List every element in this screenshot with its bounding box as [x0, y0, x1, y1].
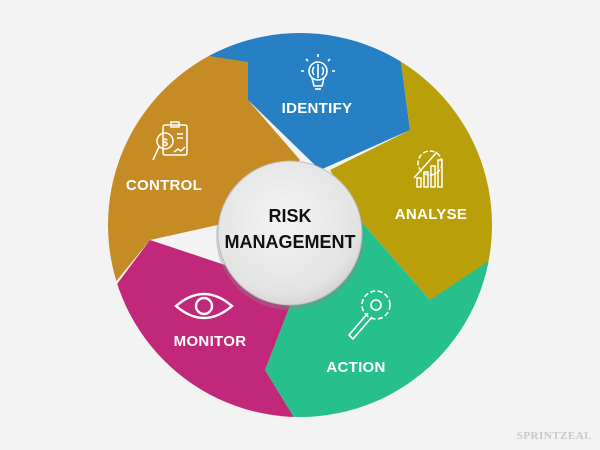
label-analyse: ANALYSE [395, 206, 467, 223]
lightbulb-brain-icon [301, 54, 335, 90]
eye-icon [174, 292, 234, 320]
wrench-gear-icon [347, 290, 391, 341]
label-monitor: MONITOR [174, 333, 247, 350]
label-identify: IDENTIFY [282, 100, 353, 117]
label-action: ACTION [326, 359, 385, 376]
center-hub [217, 160, 363, 306]
gear-chart-icon [413, 150, 443, 188]
dollar-glyph: $ [162, 137, 168, 149]
segment-identify [150, 33, 460, 170]
label-control: CONTROL [126, 177, 202, 194]
clipboard-dollar-magnifier-icon [152, 121, 188, 161]
center-title-line2: MANAGEMENT [225, 232, 356, 252]
center-title-line1: RISK [268, 206, 311, 226]
watermark-logo: SPRINTZEAL [516, 430, 592, 442]
